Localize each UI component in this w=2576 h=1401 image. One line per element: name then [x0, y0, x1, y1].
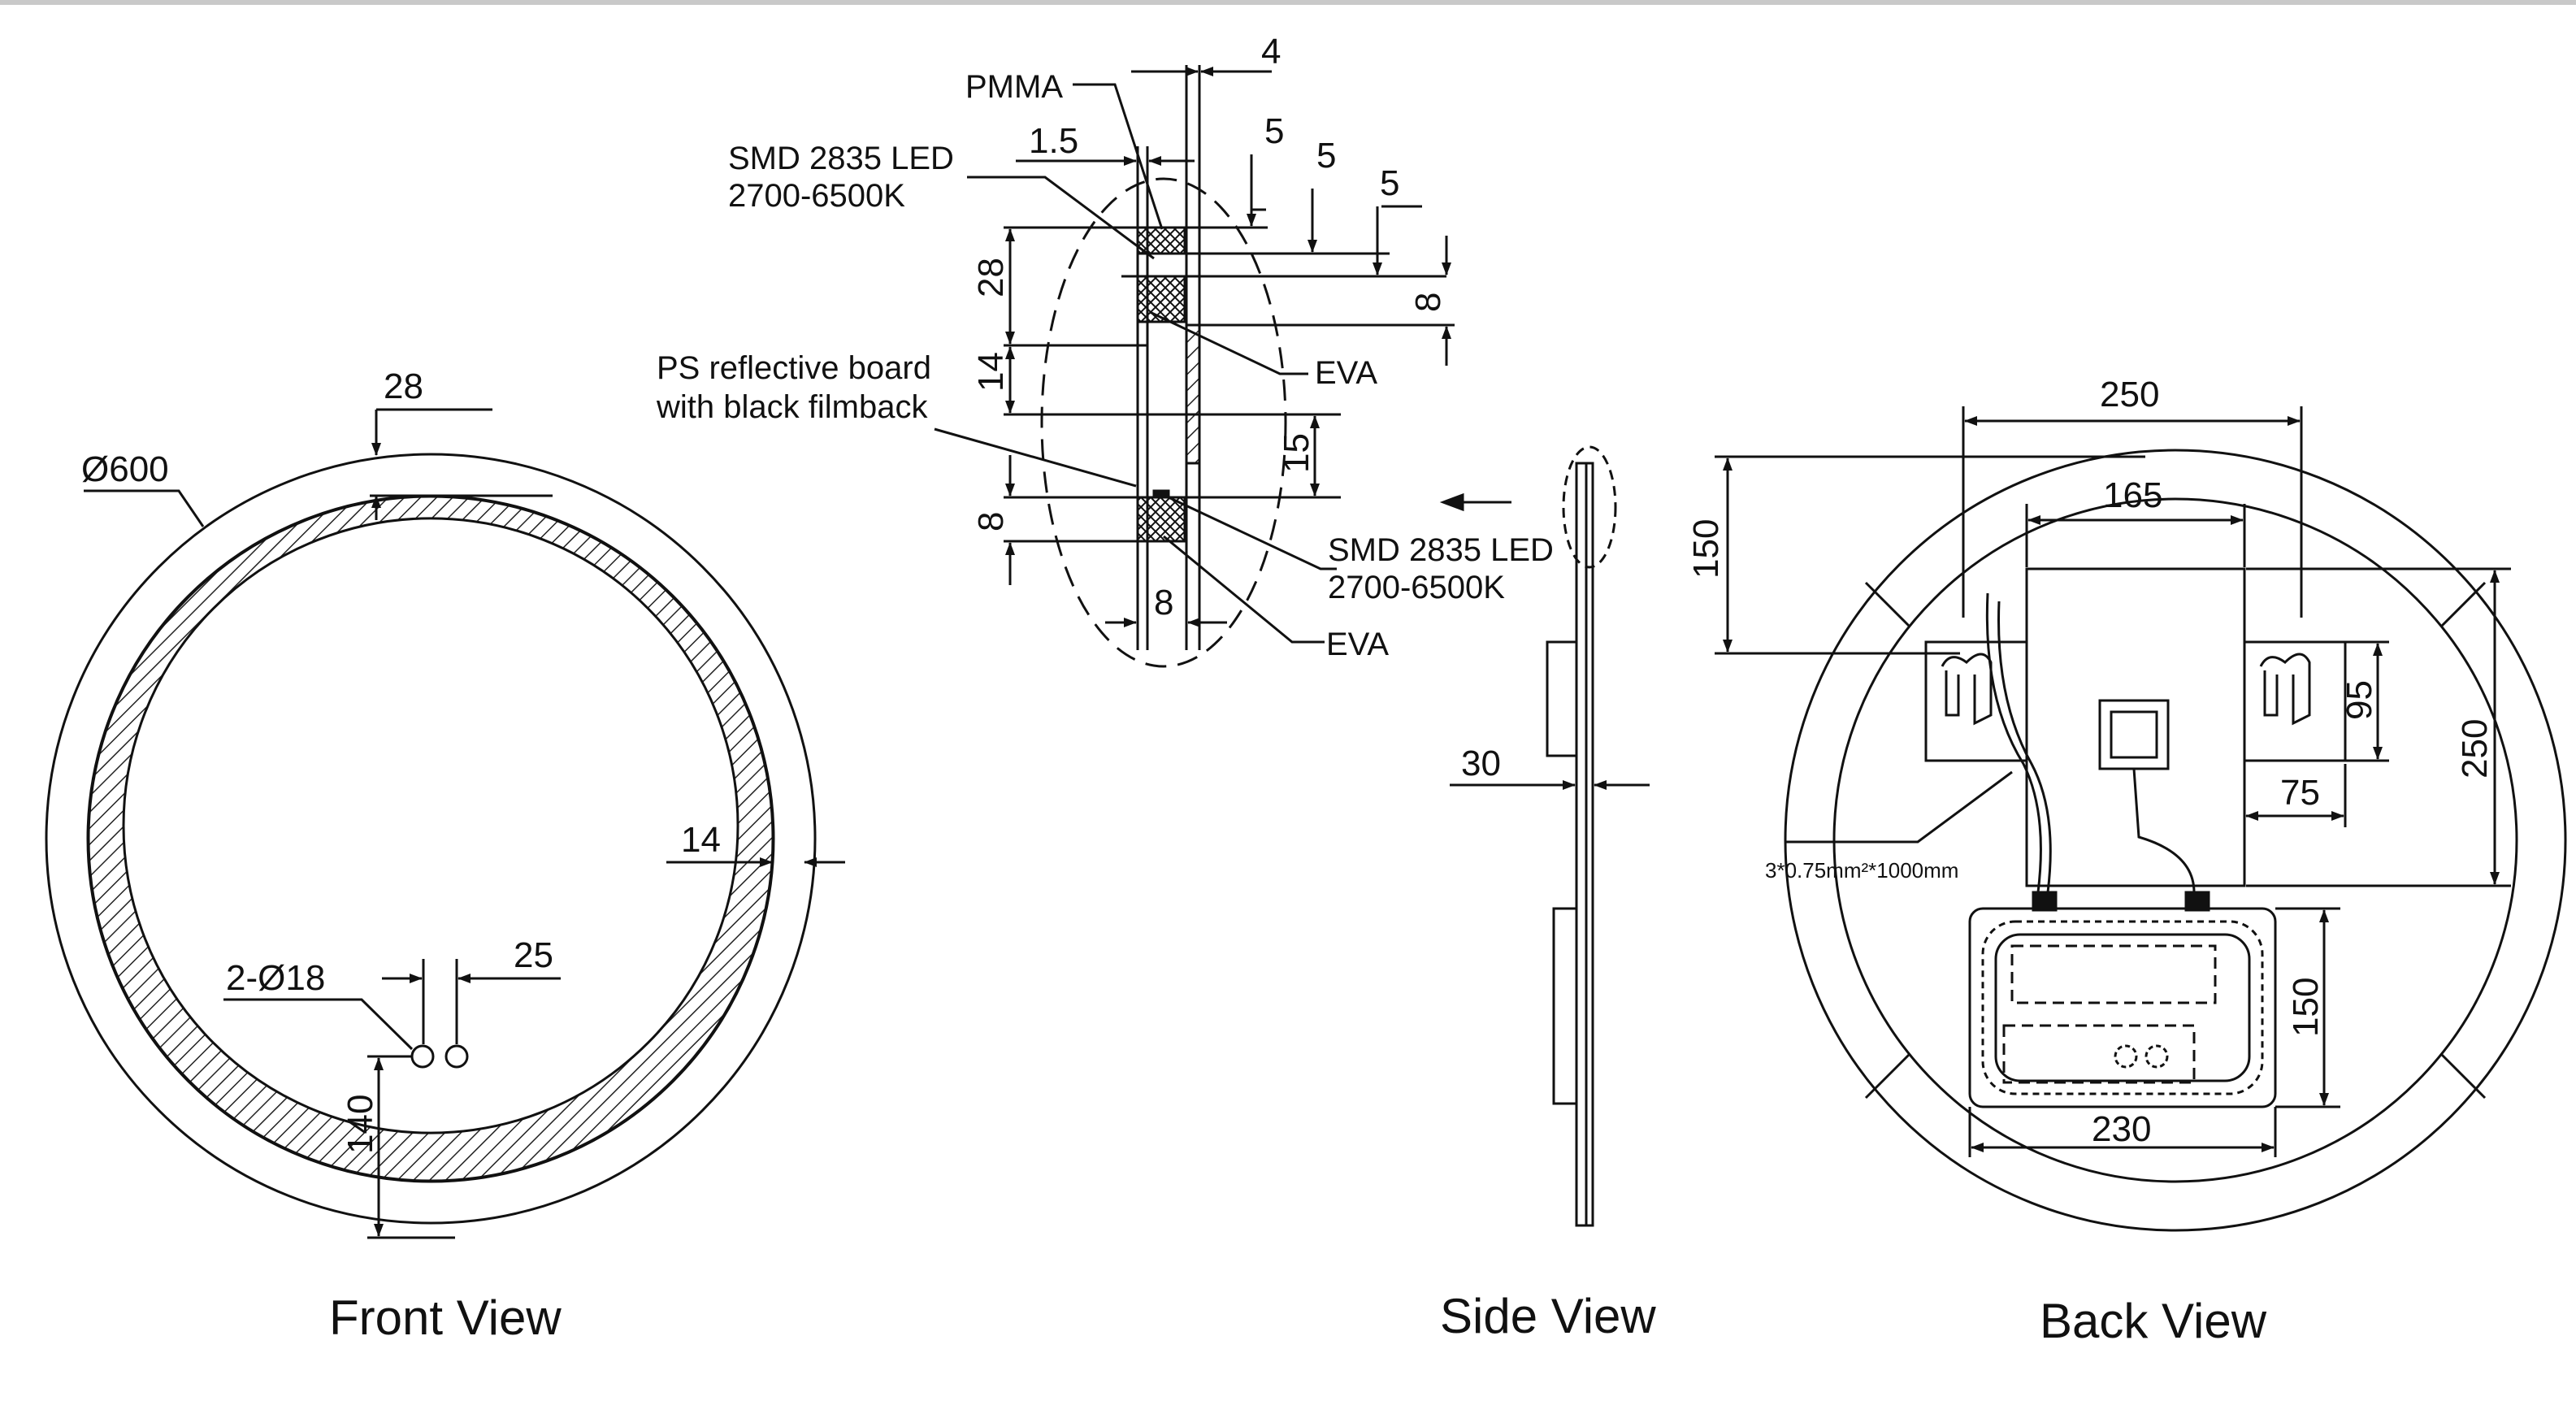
front-view-title: Front View [329, 1290, 562, 1345]
front-view [45, 408, 845, 1239]
section-dim-1-5: 1.5 [1029, 121, 1078, 161]
section-detail-ellipse [1040, 177, 1287, 668]
back-dim-w165: 165 [2103, 475, 2162, 515]
back-dim-h250: 250 [2455, 719, 2495, 779]
label-eva-bot: EVA [1326, 627, 1389, 662]
leader-eva-top [1149, 310, 1308, 375]
leader-eva-bot [1163, 535, 1325, 644]
label-led-bot-1: SMD 2835 LED [1328, 532, 1554, 568]
side-dim-thickness: 30 [1461, 744, 1501, 783]
front-dim-holes: 2-Ø18 [226, 958, 325, 998]
hole-right [445, 1044, 469, 1069]
section-dim-8-left: 8 [971, 512, 1011, 531]
back-switch-inner [2110, 710, 2158, 759]
side-view-title: Side View [1440, 1289, 1656, 1343]
section-dim-5c: 5 [1380, 163, 1399, 203]
eva-top [1136, 275, 1186, 323]
label-pmma: PMMA [965, 69, 1063, 105]
back-dim-w75: 75 [2280, 773, 2320, 813]
section-dim-4: 4 [1261, 32, 1281, 72]
section-dim-8-right: 8 [1408, 293, 1448, 312]
back-view [1715, 406, 2567, 1232]
section-labels: PMMA SMD 2835 LED 2700-6500K PS reflecti… [656, 32, 1554, 662]
leader-led-top [967, 176, 1155, 260]
section-dim-5b: 5 [1316, 136, 1336, 176]
back-center-plate [2025, 567, 2246, 887]
section-dim-8-bottom: 8 [1154, 583, 1173, 622]
label-eva-top: EVA [1315, 355, 1377, 391]
back-outer-circle [1784, 449, 2567, 1232]
section-dim-28: 28 [971, 258, 1011, 297]
hole-left [410, 1044, 435, 1069]
back-dim-w250: 250 [2100, 375, 2159, 414]
front-dim-diameter: Ø600 [81, 449, 169, 489]
back-inner-circle [1832, 497, 2518, 1183]
front-outer-circle [45, 453, 817, 1225]
front-dim-band: 14 [681, 820, 721, 860]
front-labels: Ø600 28 14 2-Ø18 25 140 Front View [81, 367, 721, 1345]
label-led-top-1: SMD 2835 LED [728, 141, 954, 176]
back-hanger-left [1924, 640, 2028, 762]
back-view-title: Back View [2040, 1294, 2267, 1348]
leader-cable [1785, 770, 2013, 844]
label-ps-1: PS reflective board [657, 350, 931, 386]
back-dim-h150: 150 [1686, 519, 1726, 579]
back-dim-h150b: 150 [2286, 978, 2326, 1037]
label-ps-2: with black filmback [656, 389, 928, 425]
ps-board [1185, 323, 1201, 465]
leader-diameter [84, 489, 205, 527]
back-dim-h95: 95 [2340, 680, 2379, 720]
side-labels: 30 Side View [1440, 744, 1656, 1343]
section-detail [934, 65, 1455, 668]
label-led-bot-2: 2700-6500K [1328, 570, 1505, 605]
leader-pmma [1073, 83, 1164, 230]
back-cable-spec: 3*0.75mm²*1000mm [1765, 858, 1958, 883]
back-labels: 250 165 150 95 75 250 150 230 3*0.75mm²*… [1686, 375, 2495, 1348]
front-dim-hole-spacing: 25 [514, 935, 553, 975]
front-dim-ring: 28 [384, 367, 423, 406]
back-cable-left [1985, 592, 2042, 893]
front-hatched-band [87, 495, 774, 1182]
side-view [1439, 445, 1650, 1227]
leader-ps [934, 427, 1137, 488]
back-cable-right [2132, 768, 2196, 893]
section-dim-5a: 5 [1264, 111, 1284, 151]
front-dim-hole-height: 140 [340, 1095, 380, 1154]
top-border-line [0, 0, 2576, 5]
back-hanger-right [2243, 640, 2347, 762]
section-dim-14: 14 [971, 352, 1011, 392]
back-dim-w230: 230 [2092, 1109, 2151, 1149]
back-driver-box [1968, 907, 2277, 1108]
side-profile [1575, 462, 1594, 1227]
leader-led-bot [1168, 496, 1337, 570]
side-bracket-top [1546, 640, 1578, 757]
eva-bottom [1136, 496, 1186, 543]
pmma-strip [1136, 226, 1186, 255]
section-dim-15: 15 [1277, 433, 1316, 473]
leader-holes [223, 998, 414, 1051]
side-box [1552, 907, 1578, 1105]
back-driver-panel-bottom [2002, 1024, 2196, 1084]
side-detail-ellipse [1562, 445, 1617, 569]
back-driver-panel-top [2010, 944, 2217, 1004]
label-led-top-2: 2700-6500K [728, 178, 905, 214]
